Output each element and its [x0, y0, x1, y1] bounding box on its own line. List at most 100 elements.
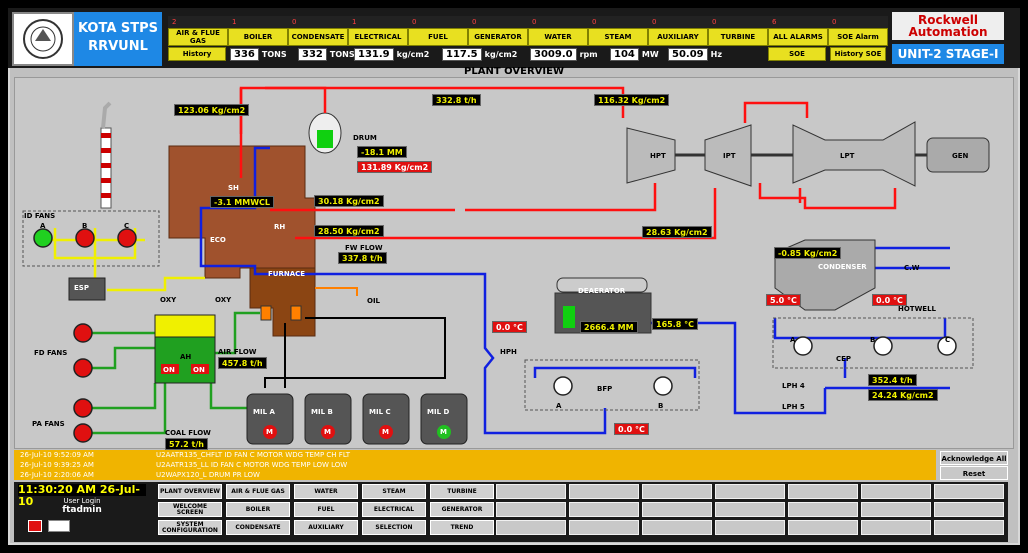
- cep-pressure-value: 24.24 Kg/cm2: [868, 389, 938, 401]
- clock-display: 11:30:20 AM 26-Jul-10: [18, 484, 146, 508]
- pump-icon[interactable]: [793, 336, 813, 356]
- nav-button[interactable]: FUEL: [294, 502, 358, 517]
- spare-button[interactable]: [496, 502, 566, 517]
- spare-button[interactable]: [788, 502, 858, 517]
- history-soe-button[interactable]: History SOE: [830, 47, 886, 61]
- spare-button[interactable]: [642, 520, 712, 535]
- nav-button[interactable]: BOILER: [226, 502, 290, 517]
- hrh-pressure-value: 28.50 Kg/cm2: [314, 225, 384, 237]
- mill-label: MIL D: [427, 408, 450, 416]
- mill-d-icon[interactable]: [420, 393, 468, 445]
- pump-icon[interactable]: [553, 376, 573, 396]
- logoff-button[interactable]: [28, 520, 42, 532]
- fan-icon[interactable]: [33, 228, 53, 248]
- reset-button[interactable]: Reset: [940, 466, 1008, 480]
- alarm-count: 0: [708, 16, 768, 28]
- nav-button[interactable]: AIR & FLUE GAS: [226, 484, 290, 499]
- condenser-temp-2-value: 0.0 °C: [872, 294, 907, 306]
- spare-button[interactable]: [715, 520, 785, 535]
- equipment-tag: C: [945, 336, 951, 344]
- condenser-temp-1-value: 5.0 °C: [766, 294, 801, 306]
- acknowledge-all-button[interactable]: Acknowledge All: [940, 451, 1008, 465]
- spare-button[interactable]: [861, 502, 931, 517]
- nav-button[interactable]: WELCOME SCREEN: [158, 502, 222, 517]
- mill-b-icon[interactable]: [304, 393, 352, 445]
- nav-button[interactable]: TURBINE: [430, 484, 494, 499]
- spare-button[interactable]: [569, 502, 639, 517]
- nav-button[interactable]: AUXILIARY: [294, 520, 358, 535]
- sh-pressure-value: 123.06 Kg/cm2: [174, 104, 250, 116]
- nav-button[interactable]: TREND: [430, 520, 494, 535]
- nav-button[interactable]: STEAM: [362, 484, 426, 499]
- spare-button[interactable]: [569, 520, 639, 535]
- mill-c-icon[interactable]: [362, 393, 410, 445]
- nav-button[interactable]: WATER: [294, 484, 358, 499]
- pump-icon[interactable]: [873, 336, 893, 356]
- fan-icon[interactable]: [75, 228, 95, 248]
- nav-button[interactable]: CONDENSATE: [226, 520, 290, 535]
- reading-unit: TONS: [261, 49, 287, 59]
- spare-button[interactable]: [861, 484, 931, 499]
- nav-button[interactable]: ELECTRICAL: [362, 502, 426, 517]
- alarm-group-label: STEAM: [588, 28, 648, 46]
- ah-label: AH: [180, 353, 192, 361]
- spare-button[interactable]: [715, 484, 785, 499]
- id-fans-box: [22, 210, 160, 267]
- fan-icon[interactable]: [73, 423, 93, 443]
- soe-button[interactable]: SOE: [768, 47, 826, 61]
- deaerator-level-value: 2666.4 MM: [580, 321, 638, 333]
- spare-button[interactable]: [496, 520, 566, 535]
- page-title: PLANT OVERVIEW: [464, 66, 564, 77]
- pump-icon[interactable]: [937, 336, 957, 356]
- spare-button[interactable]: [934, 502, 1004, 517]
- nav-button[interactable]: SELECTION: [362, 520, 426, 535]
- spare-button[interactable]: [788, 484, 858, 499]
- spare-button[interactable]: [496, 484, 566, 499]
- air-flow-label: AIR FLOW: [218, 348, 257, 356]
- alarm-count: 0: [828, 16, 888, 28]
- mill-status: M: [266, 428, 273, 436]
- fan-icon[interactable]: [73, 358, 93, 378]
- spare-button[interactable]: [788, 520, 858, 535]
- spare-button[interactable]: [642, 502, 712, 517]
- fan-icon[interactable]: [73, 323, 93, 343]
- fan-icon[interactable]: [117, 228, 137, 248]
- keyboard-button[interactable]: [48, 520, 70, 532]
- cep-box: [772, 317, 974, 369]
- spare-button[interactable]: [642, 484, 712, 499]
- pump-icon[interactable]: [653, 376, 673, 396]
- mill-a-icon[interactable]: [246, 393, 294, 445]
- equipment-tag: A: [790, 336, 796, 344]
- nav-button[interactable]: SYSTEM CONFIGURATION: [158, 520, 222, 535]
- spare-button[interactable]: [569, 484, 639, 499]
- history-button[interactable]: History: [168, 47, 226, 61]
- nav-button[interactable]: PLANT OVERVIEW: [158, 484, 222, 499]
- reading-value: 336: [230, 47, 259, 61]
- fan-icon[interactable]: [73, 398, 93, 418]
- reading-unit: rpm: [579, 49, 598, 59]
- mill-label: MIL B: [311, 408, 333, 416]
- spare-button[interactable]: [934, 520, 1004, 535]
- oxy-label-2: OXY: [215, 296, 232, 304]
- spare-button[interactable]: [861, 520, 931, 535]
- nav-button[interactable]: GENERATOR: [430, 502, 494, 517]
- spare-button[interactable]: [715, 502, 785, 517]
- spare-button[interactable]: [934, 484, 1004, 499]
- reading-value: 131.9: [354, 47, 394, 61]
